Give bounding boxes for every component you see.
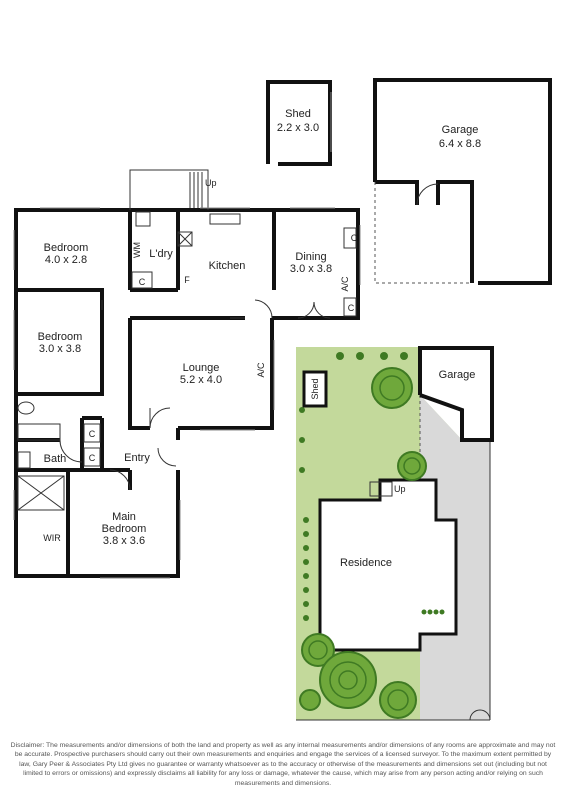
site-shed-label: Shed	[310, 378, 320, 399]
shed-label: Shed	[285, 108, 311, 120]
site-shed-box	[302, 370, 328, 408]
floor-plan: Shed 2.2 x 3.0 Garage 6.4 x 8.8 Up	[13, 78, 552, 721]
garage-structure: Garage 6.4 x 8.8	[373, 78, 552, 285]
main-bedroom-label: Main	[112, 511, 136, 523]
laundry-label: L'dry	[149, 248, 173, 260]
lounge-label: Lounge	[183, 362, 220, 374]
residence-footprint	[318, 478, 458, 652]
shed-structure: Shed 2.2 x 3.0	[266, 80, 332, 166]
trees	[299, 367, 427, 719]
fridge-label: F	[184, 275, 190, 285]
cupboard-dining2-label: C	[348, 303, 355, 313]
ac-lounge-label: A/C	[256, 362, 266, 378]
garage-size: 6.4 x 8.8	[439, 138, 481, 150]
cupboard-hall1-label: C	[89, 429, 96, 439]
shed-size: 2.2 x 3.0	[277, 122, 319, 134]
bedroom2-size: 3.0 x 3.8	[39, 343, 81, 355]
bath-label: Bath	[44, 453, 67, 465]
main-bedroom-label2: Bedroom	[102, 523, 147, 535]
cupboard-hall2-label: C	[89, 453, 96, 463]
driveway-paving	[420, 395, 490, 720]
kitchen-label: Kitchen	[209, 260, 246, 272]
entry-label: Entry	[124, 452, 150, 464]
site-garage-label: Garage	[439, 369, 476, 381]
residence-label: Residence	[340, 557, 392, 569]
house-walls: Up	[13, 169, 361, 579]
cupboard-dining-label: C	[351, 233, 358, 243]
bedroom1-label: Bedroom	[44, 242, 89, 254]
garage-label: Garage	[442, 124, 479, 136]
cupboard-laundry-label: C	[139, 277, 146, 287]
bedroom1-size: 4.0 x 2.8	[45, 254, 87, 266]
wm-label: WM	[132, 242, 142, 258]
wir-label: WIR	[43, 533, 61, 543]
ac-dining-label: A/C	[340, 276, 350, 292]
disclaimer-text: Disclaimer: The measurements and/or dime…	[10, 742, 556, 787]
bedroom2-label: Bedroom	[38, 331, 83, 343]
site-plan: Garage Shed Residence Up	[296, 346, 494, 721]
dining-size: 3.0 x 3.8	[290, 263, 332, 275]
dining-label: Dining	[295, 251, 326, 263]
main-bedroom-size: 3.8 x 3.6	[103, 535, 145, 547]
lounge-size: 5.2 x 4.0	[180, 374, 222, 386]
stair-up-label: Up	[205, 178, 217, 188]
site-up-label: Up	[394, 484, 406, 494]
